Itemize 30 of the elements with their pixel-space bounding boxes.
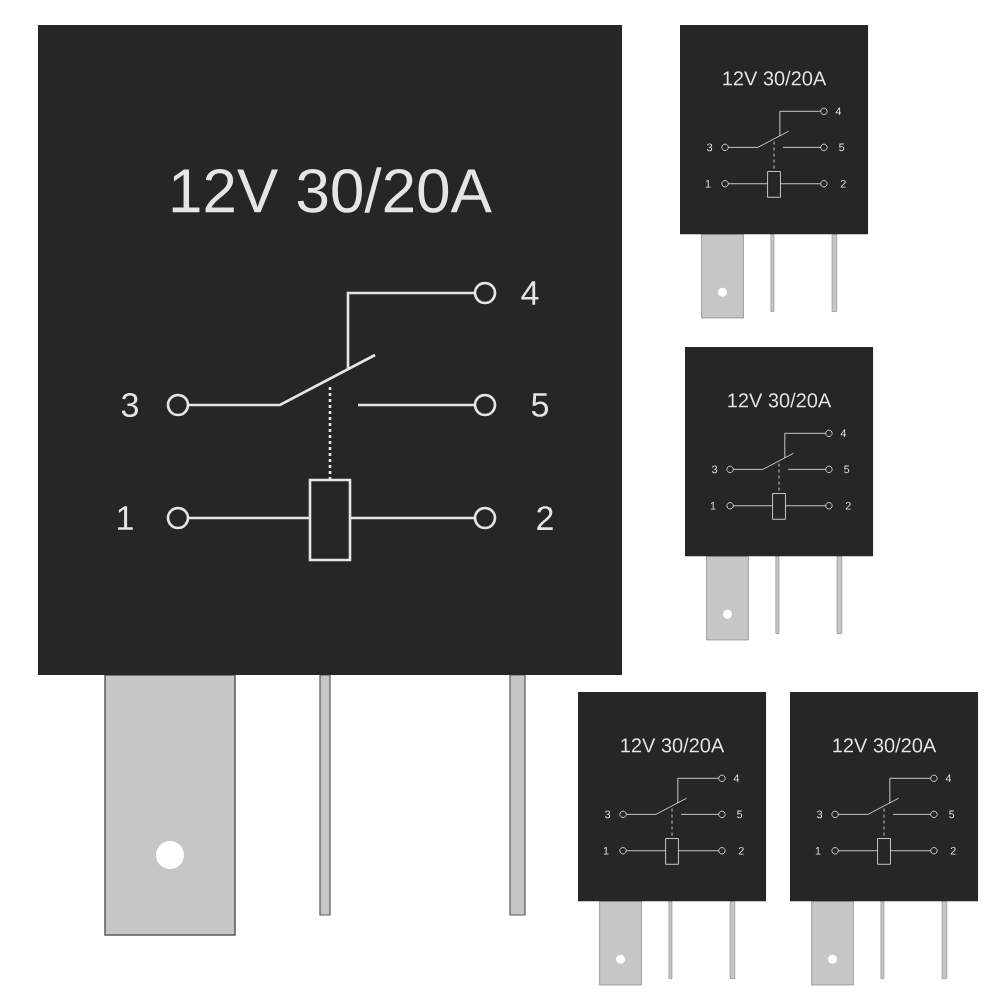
pin-number: 5 (844, 465, 850, 474)
pin-number: 2 (537, 506, 553, 530)
pin-number: 1 (815, 847, 821, 855)
pin-number: 2 (840, 179, 846, 188)
rating-label: 12V 30/20A (728, 392, 832, 408)
pin-number: 3 (817, 810, 823, 819)
pin-number: 5 (531, 393, 549, 417)
pin-number: 4 (945, 774, 952, 783)
pin-number: 5 (737, 810, 743, 819)
pin-number: 1 (705, 180, 711, 188)
rating-label: 12V 30/20A (833, 737, 937, 753)
pin-number: 3 (121, 392, 138, 418)
pin-number: 3 (707, 143, 713, 152)
pin-number: 1 (603, 847, 609, 855)
rating-label: 12V 30/20A (723, 70, 827, 86)
pin-number: 4 (521, 281, 539, 305)
pin-number: 4 (840, 429, 847, 438)
pin-number: 5 (839, 143, 845, 152)
pin-number: 2 (950, 846, 956, 855)
pin-number: 5 (949, 810, 955, 819)
pin-number: 2 (738, 846, 744, 855)
rating-label: 12V 30/20A (621, 737, 725, 753)
pin-number: 4 (733, 774, 740, 783)
pin-number: 4 (835, 107, 842, 116)
rating-label: 12V 30/20A (172, 167, 492, 213)
pin-number: 1 (710, 502, 716, 510)
pin-number: 2 (845, 501, 851, 510)
pin-number: 3 (712, 465, 718, 474)
pin-number: 3 (605, 810, 611, 819)
pin-number: 1 (118, 506, 133, 530)
